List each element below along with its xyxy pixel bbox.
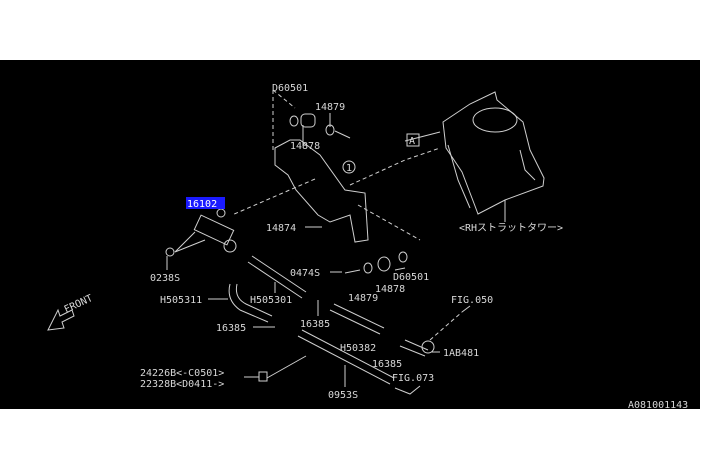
part-label[interactable]: 16385 [372, 359, 402, 370]
solenoid-valve-drawing [165, 208, 237, 257]
ref-circle-label: 1 [346, 163, 352, 174]
part-label[interactable]: H505301 [250, 295, 292, 306]
part-label[interactable]: 14878 [375, 284, 405, 295]
part-label[interactable]: 16385 [300, 319, 330, 330]
hoses-drawing [228, 251, 471, 395]
part-label[interactable]: 14879 [315, 102, 345, 113]
part-label[interactable]: 1AB481 [443, 348, 479, 359]
part-label[interactable]: H50382 [340, 343, 376, 354]
part-label[interactable]: H505311 [160, 295, 202, 306]
part-label[interactable]: D60501 [393, 272, 429, 283]
ref-box-label: A [409, 136, 415, 147]
highlight-box [186, 197, 225, 209]
strut-tower-label: <RHストラットタワー> [459, 222, 563, 234]
ref-box-a [406, 133, 420, 147]
parts-diagram: A 1 16102 D60501 14879 14878 14874 0238S… [0, 60, 700, 409]
front-label: FRONT [63, 293, 95, 316]
part-label[interactable]: 22328B<D0411-> [140, 379, 224, 390]
fig-link[interactable]: FIG.050 [451, 295, 493, 306]
part-label[interactable]: 0474S [290, 268, 320, 279]
part-16102-label[interactable]: 16102 [187, 199, 217, 210]
part-label[interactable]: 14878 [290, 141, 320, 152]
strut-tower-drawing [442, 91, 545, 222]
part-label[interactable]: 0953S [328, 390, 358, 401]
leader-lines [166, 113, 440, 387]
part-label[interactable]: 24226B<-C0501> [140, 368, 224, 379]
diagram-id: A081001143 [628, 400, 688, 409]
part-label[interactable]: 0238S [150, 273, 180, 284]
part-label[interactable]: D60501 [272, 83, 308, 94]
part-label[interactable]: 14874 [266, 223, 296, 234]
part-label[interactable]: 14879 [348, 293, 378, 304]
front-arrow-icon [47, 308, 75, 331]
fig-link[interactable]: FIG.073 [392, 373, 434, 384]
part-label[interactable]: 16385 [216, 323, 246, 334]
bracket-drawing [231, 89, 441, 243]
diagram-drawing: A 1 16102 D60501 14879 14878 14874 0238S… [47, 83, 688, 409]
